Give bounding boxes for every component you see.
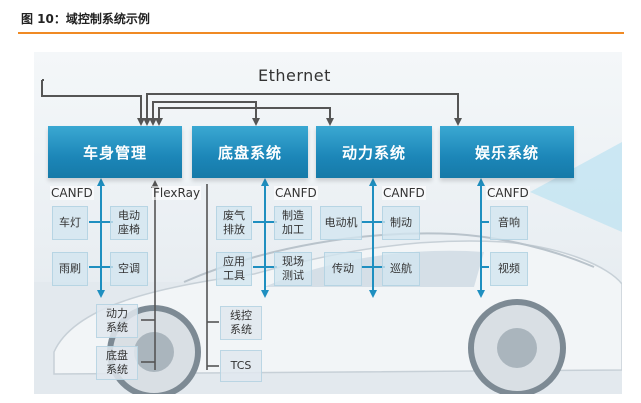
node-brake: 制动: [382, 206, 420, 240]
front-hub: [134, 332, 174, 372]
node-field-test: 现场 测试: [274, 252, 312, 286]
node-lights: 车灯: [52, 206, 88, 240]
node-power-seat: 电动 座椅: [110, 206, 148, 240]
flexray-lines: [141, 184, 219, 370]
domain-chassis: 底盘系统: [192, 126, 308, 178]
car-roof-line: [183, 232, 595, 283]
node-motor: 电动机: [320, 206, 362, 240]
ethernet-arrowheads: [137, 118, 462, 126]
canfd-label-chassis: CANFD: [274, 186, 318, 200]
title-rule: [18, 32, 624, 34]
domain-powertrain: 动力系统: [316, 126, 432, 178]
flexray-label: FlexRay: [152, 186, 202, 200]
diagram-canvas: Ethernet 车身管理 底盘系统 动力系统 娱乐系统 CANFD FlexR…: [34, 52, 622, 394]
canfd-label-powertrain: CANFD: [382, 186, 426, 200]
node-app-tools: 应用 工具: [216, 252, 252, 286]
node-cruise: 巡航: [382, 252, 420, 286]
domain-infotainment: 娱乐系统: [440, 126, 574, 178]
car-silhouette: [34, 79, 622, 394]
figure-title: 图 10：域控制系统示例: [21, 12, 150, 26]
canfd-label-body: CANFD: [50, 186, 94, 200]
ethernet-lines: [41, 79, 459, 120]
node-air-conditioning: 空调: [110, 252, 148, 286]
canfd-bus-lines: [89, 184, 489, 292]
light-beam: [530, 142, 622, 232]
ethernet-label: Ethernet: [258, 66, 331, 85]
node-transmission: 传动: [324, 252, 362, 286]
flexray-node-powertrain: 动力 系统: [96, 304, 138, 338]
flexray-node-tcs: TCS: [220, 350, 262, 382]
domain-body-management: 车身管理: [48, 126, 182, 178]
rear-hub: [497, 328, 537, 368]
node-wiper: 雨刷: [52, 252, 88, 286]
node-exhaust: 废气 排放: [216, 206, 252, 240]
node-video: 视频: [490, 252, 528, 286]
canfd-label-infotainment: CANFD: [486, 186, 530, 200]
canfd-arrowheads: [97, 178, 485, 298]
node-manufacturing: 制造 加工: [274, 206, 312, 240]
flexray-node-chassis: 底盘 系统: [96, 346, 138, 380]
flexray-node-by-wire: 线控 系统: [220, 306, 262, 340]
node-audio: 音响: [490, 206, 528, 240]
